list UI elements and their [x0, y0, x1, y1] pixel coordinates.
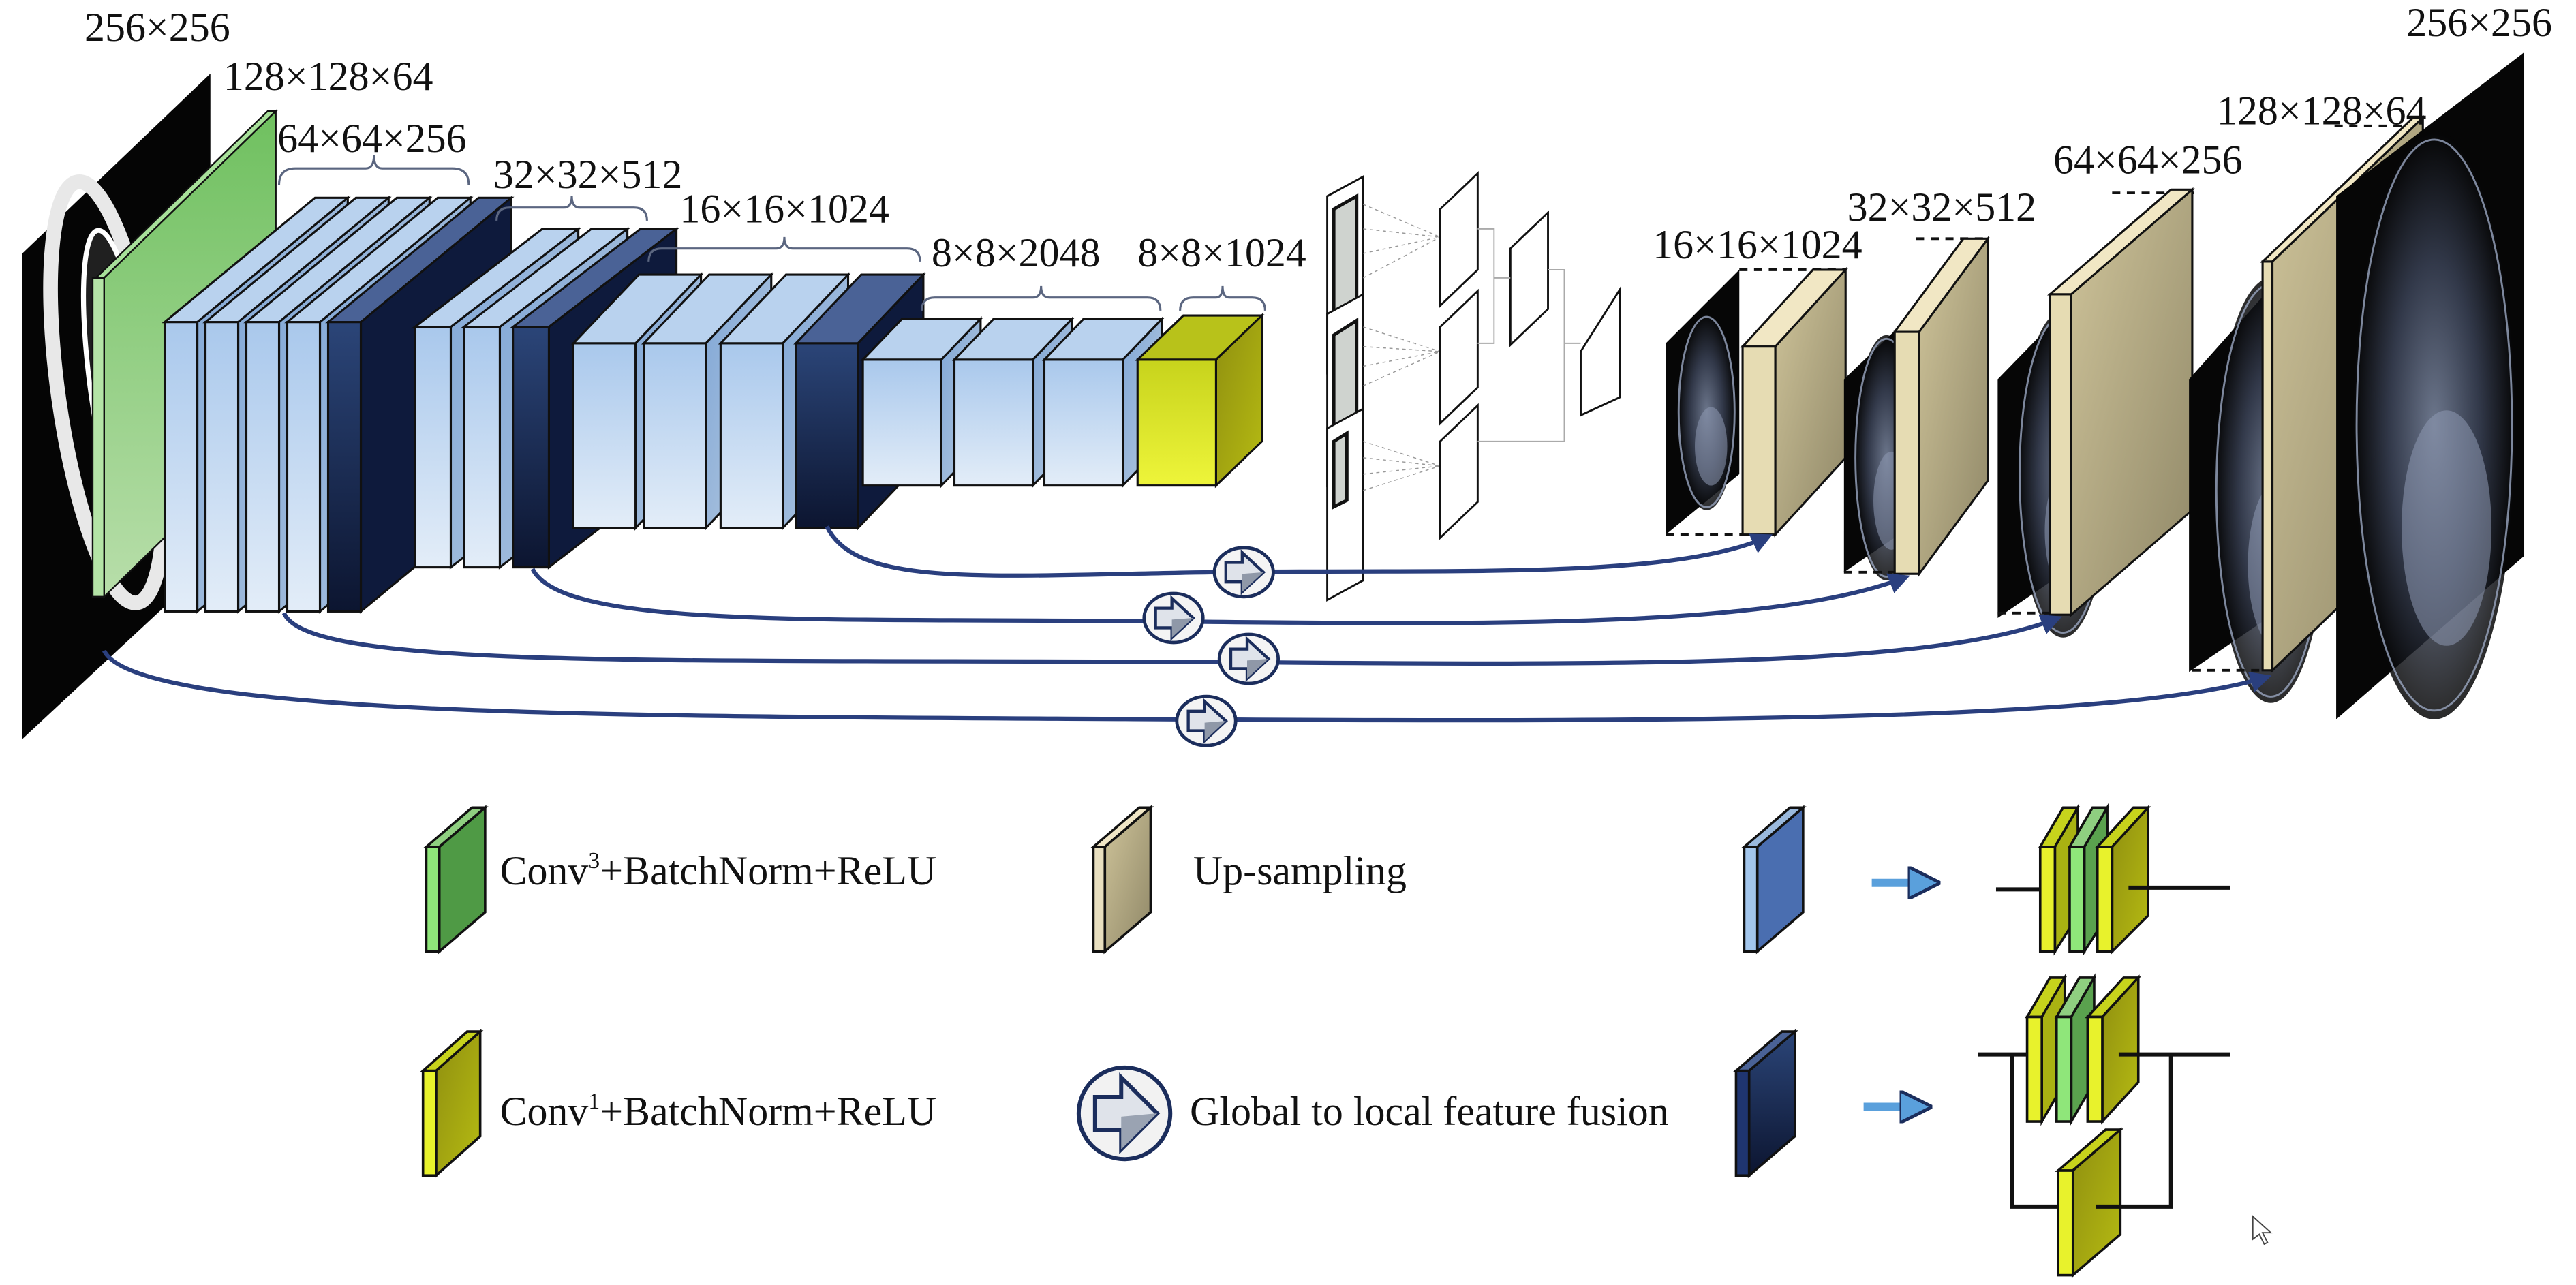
legend-light-block-expansion	[1741, 803, 2230, 956]
legend: Conv3+BatchNorm+ReLU Up-sampling Conv1+B…	[419, 803, 2273, 1278]
legend-conv1-label: Conv1+BatchNorm+ReLU	[500, 1089, 936, 1134]
legend-upsampling-label: Up-sampling	[1193, 848, 1407, 893]
upsampling-block-16	[1740, 266, 1848, 538]
output-size-label: 256×256	[2406, 0, 2552, 45]
encoder-braces	[277, 155, 1266, 311]
bottleneck-conv1-block	[1135, 313, 1265, 489]
fusion-arrow-icon	[1217, 632, 1281, 685]
legend-dark-block-expansion	[1732, 973, 2230, 1278]
conv1-swatch-icon	[419, 1029, 484, 1179]
skip-connection-64	[281, 612, 2062, 666]
decoder-label-128: 128×128×64	[2217, 88, 2427, 133]
conv3-swatch-icon	[423, 805, 489, 955]
fusion-arrow-icon	[1142, 591, 1205, 645]
pyramid-pooling-module	[1326, 170, 1621, 602]
encoder-label-128: 128×128×64	[224, 54, 433, 99]
encoder-label-64: 64×64×256	[277, 116, 467, 161]
dark-block-swatch-icon	[1732, 1029, 1798, 1179]
brace-8-2048	[920, 285, 1162, 311]
encoder-label-8-1024: 8×8×1024	[1137, 230, 1306, 275]
legend-item-conv1: Conv1+BatchNorm+ReLU	[419, 1029, 936, 1179]
fusion-arrow-icon	[1076, 1065, 1173, 1162]
legend-item-conv3: Conv3+BatchNorm+ReLU	[423, 805, 936, 955]
upsampling-block-32	[1892, 235, 1991, 577]
encoder-blocks	[162, 196, 1265, 614]
brace-64	[277, 155, 470, 185]
legend-conv3-label: Conv3+BatchNorm+ReLU	[500, 848, 936, 893]
brace-32	[495, 196, 648, 221]
encoder-label-32: 32×32×512	[493, 152, 683, 197]
decoder-image-slice-16	[1666, 269, 1740, 535]
upsampling-swatch-icon	[1090, 805, 1154, 955]
fusion-arrow-icon	[1212, 546, 1275, 599]
brace-8-1024	[1179, 285, 1266, 311]
brace-16	[647, 236, 921, 262]
decoder-blocks	[1666, 52, 2525, 719]
encoder-label-16: 16×16×1024	[679, 186, 889, 231]
conv-stack-icon	[1995, 803, 2230, 956]
upsampling-block-64	[2046, 187, 2196, 617]
fusion-icons	[1142, 546, 1281, 747]
residual-conv-stack-icon	[1978, 973, 2230, 1278]
decoder-label-16: 16×16×1024	[1653, 222, 1862, 267]
legend-fusion-label: Global to local feature fusion	[1190, 1089, 1669, 1134]
output-image-slice	[2336, 52, 2525, 719]
mouse-cursor-icon	[2252, 1215, 2273, 1245]
fusion-arrow-icon	[1175, 694, 1238, 747]
decoder-label-32: 32×32×512	[1847, 185, 2037, 230]
legend-item-fusion: Global to local feature fusion	[1076, 1065, 1669, 1162]
light-block-swatch-icon	[1741, 805, 1807, 955]
skip-connection-16	[825, 525, 1773, 578]
legend-item-upsampling: Up-sampling	[1090, 805, 1407, 955]
decoder-label-64: 64×64×256	[2053, 137, 2243, 182]
input-size-label: 256×256	[85, 5, 230, 50]
encoder: 256×256 128×128×64 64×64×256 32×32×512 1…	[22, 5, 1306, 739]
encoder-label-8-2048: 8×8×2048	[932, 230, 1101, 275]
